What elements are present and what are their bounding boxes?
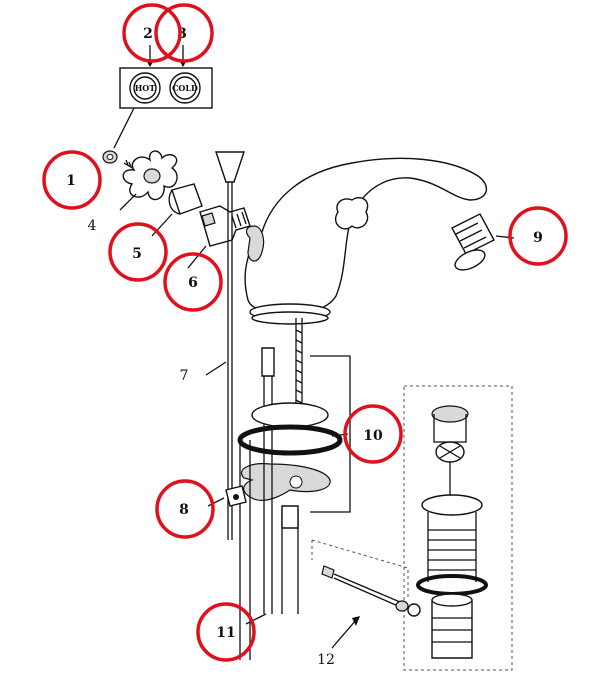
label-11: 11 (216, 625, 235, 641)
label-1: 1 (66, 173, 76, 189)
label-7: 7 (180, 368, 189, 384)
hot-cap-label: HOT (135, 83, 156, 93)
highlight-circles (42, 3, 568, 662)
highlight-ring-5 (108, 222, 168, 282)
part-labels: 1 2 3 4 5 6 7 8 9 10 11 12 (66, 26, 543, 668)
highlight-ring-2 (122, 3, 182, 63)
highlight-ring-3 (154, 3, 214, 63)
lift-rod (205, 151, 245, 540)
label-2: 2 (143, 26, 153, 42)
handle-assembly (102, 150, 251, 269)
aerator (451, 213, 515, 271)
drain-assembly (403, 385, 513, 671)
label-4: 4 (88, 218, 97, 234)
label-12: 12 (317, 652, 335, 668)
label-8: 8 (179, 502, 189, 518)
cap-box: HOT COLD (113, 45, 213, 149)
pivot-rod (311, 539, 421, 649)
supply-hoses (239, 440, 273, 660)
highlight-ring-8 (155, 479, 215, 539)
highlight-ring-10 (343, 404, 403, 464)
highlight-ring-9 (508, 206, 568, 266)
cold-cap-label: COLD (172, 83, 198, 93)
faucet-body (244, 157, 488, 325)
highlight-ring-6 (163, 252, 223, 312)
label-9: 9 (533, 230, 543, 246)
highlight-ring-11 (196, 602, 256, 662)
clevis (207, 485, 247, 507)
label-10: 10 (363, 428, 383, 444)
label-3: 3 (177, 26, 187, 42)
label-5: 5 (132, 246, 142, 262)
highlight-ring-1 (42, 150, 102, 210)
label-6: 6 (188, 275, 198, 291)
